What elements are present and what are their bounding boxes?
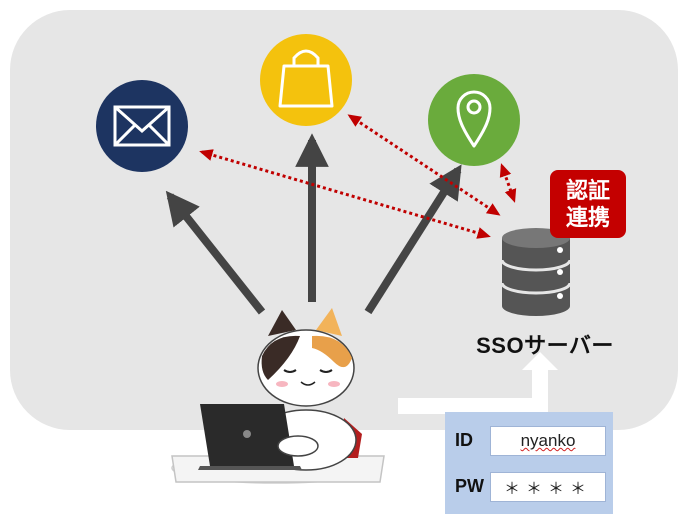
pw-row: PW ＊＊＊＊ (445, 468, 613, 506)
sso-link-mail (199, 149, 491, 239)
map-service-icon (428, 74, 520, 166)
auth-badge-line2: 連携 (565, 205, 610, 230)
database-server-icon (500, 228, 572, 316)
mail-service-icon (96, 80, 188, 172)
auth-badge-line1: 認証 (565, 178, 610, 203)
auth-federation-badge: 認証 連携 (550, 170, 626, 238)
id-row: ID nyanko (445, 422, 613, 460)
arrow-to-mail (165, 190, 266, 315)
login-to-server-arrow (398, 352, 558, 414)
map-pin-icon (456, 90, 492, 148)
envelope-icon (113, 105, 171, 147)
shopping-bag-icon (278, 49, 334, 108)
sso-server-label: SSOサーバー (476, 333, 614, 358)
pw-label: PW (455, 476, 484, 496)
id-label: ID (455, 430, 473, 450)
password-field[interactable]: ＊＊＊＊ (490, 472, 606, 502)
login-credentials-box: ID nyanko PW ＊＊＊＊ (445, 412, 613, 514)
calico-cat-with-laptop (171, 308, 385, 484)
arrow-to-map (364, 164, 462, 315)
sso-link-map (499, 163, 517, 203)
shop-service-icon (260, 34, 352, 126)
id-field[interactable]: nyanko (490, 426, 606, 456)
laptop-icon (198, 404, 302, 470)
